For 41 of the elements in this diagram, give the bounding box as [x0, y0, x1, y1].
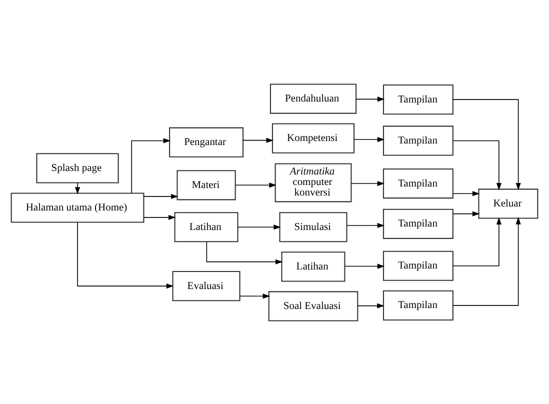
- node-box: Latihan: [174, 212, 238, 242]
- arrow: [354, 136, 385, 142]
- arrow: [74, 182, 80, 194]
- arrow: [143, 193, 178, 198]
- node-box: Keluar: [478, 188, 538, 218]
- arrow: [452, 210, 480, 216]
- arrow: [242, 137, 274, 142]
- arrow: [351, 180, 385, 186]
- arrow: [452, 190, 480, 196]
- node-box: Evaluasi: [172, 270, 240, 301]
- node-box: Latihan: [281, 251, 346, 282]
- node-box: Pendahuluan: [270, 83, 357, 114]
- arrow: [452, 216, 502, 266]
- arrow: [452, 140, 502, 190]
- arrow: [452, 98, 521, 190]
- node-box: Tampilan: [382, 125, 454, 156]
- node-box: Tampilan: [382, 84, 454, 114]
- arrow: [452, 216, 521, 306]
- node-box: Tampilan: [382, 290, 454, 320]
- arrow: [239, 293, 270, 298]
- node-box: Simulasi: [279, 212, 348, 242]
- arrow: [237, 224, 281, 230]
- node-box: Pengantar: [169, 126, 244, 157]
- arrow: [235, 182, 276, 188]
- node-box: Kompetensi: [272, 122, 355, 153]
- arrow: [344, 263, 385, 268]
- node-box: Tampilan: [382, 208, 454, 238]
- node-box: Aritmatika computer konversi: [274, 162, 352, 202]
- node-box: Splash page: [36, 152, 119, 183]
- arrow: [357, 302, 384, 308]
- arrow: [143, 214, 176, 220]
- arrow: [346, 222, 385, 228]
- node-box: Tampilan: [382, 250, 454, 280]
- arrow: [131, 138, 171, 194]
- arrow: [77, 222, 174, 288]
- node-box: Materi: [176, 170, 236, 200]
- arrow: [206, 241, 283, 264]
- arrow: [356, 96, 385, 102]
- node-box: Tampilan: [382, 168, 454, 198]
- node-box: Soal Evaluasi: [268, 290, 358, 321]
- node-box: Halaman utama (Home): [10, 192, 144, 222]
